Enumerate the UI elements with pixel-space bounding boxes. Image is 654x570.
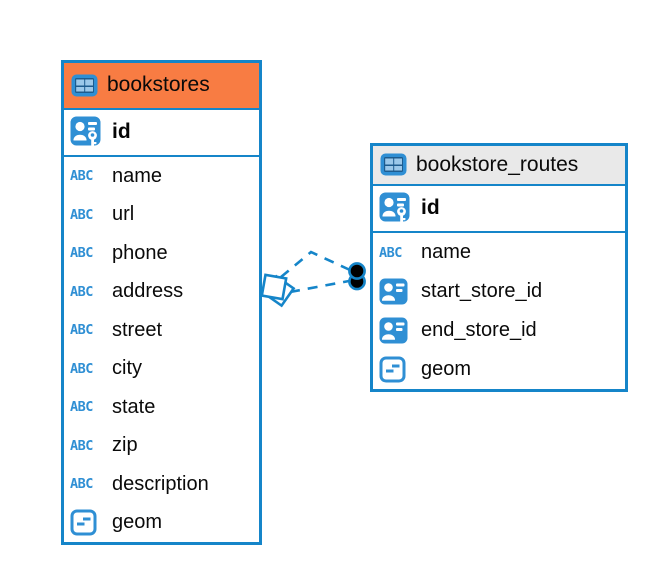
column-row-id[interactable]: id (373, 186, 625, 233)
column-name: phone (112, 241, 168, 264)
column-name: geom (112, 511, 163, 534)
column-name: geom (421, 358, 472, 380)
column-name: city (112, 357, 142, 380)
column-name: name (421, 241, 472, 263)
column-name: street (112, 318, 163, 341)
primary-key-icon (70, 116, 106, 148)
column-row-name[interactable]: ABC name (64, 157, 259, 196)
column-name: zip (112, 434, 138, 457)
column-row-geom[interactable]: geom (373, 350, 625, 389)
text-type-icon: ABC (70, 206, 93, 223)
table-bookstores[interactable]: bookstores id ABC name ABC url ABC phone… (61, 60, 262, 545)
column-row-url[interactable]: ABC url (64, 196, 259, 235)
text-type-icon: ABC (70, 360, 93, 377)
column-name: name (112, 164, 163, 187)
geometry-type-icon (379, 356, 415, 383)
table-icon (71, 74, 98, 97)
text-type-icon: ABC (70, 322, 93, 339)
table-icon (380, 153, 407, 176)
text-type-icon: ABC (70, 399, 93, 416)
column-row-description[interactable]: ABC description (64, 465, 259, 504)
column-row-name[interactable]: ABC name (373, 233, 625, 272)
column-row-start-store-id[interactable]: start_store_id (373, 272, 625, 311)
column-name: end_store_id (421, 319, 537, 341)
text-type-icon: ABC (70, 168, 93, 185)
table-title: bookstores (107, 73, 210, 97)
text-type-icon: ABC (70, 283, 93, 300)
relationship-line-upper[interactable] (280, 250, 351, 278)
relationship-dot-endpoint[interactable] (348, 262, 366, 291)
column-row-id[interactable]: id (64, 110, 259, 157)
text-type-icon: ABC (70, 476, 93, 493)
table-header-bookstore-routes[interactable]: bookstore_routes (373, 146, 625, 186)
reference-key-icon (379, 317, 415, 344)
column-row-street[interactable]: ABC street (64, 311, 259, 350)
primary-key-icon (379, 192, 415, 224)
text-type-icon: ABC (379, 244, 402, 261)
column-name: description (112, 472, 209, 495)
column-name: state (112, 395, 156, 418)
column-row-end-store-id[interactable]: end_store_id (373, 311, 625, 350)
column-row-address[interactable]: ABC address (64, 273, 259, 312)
relationship-diamond-endpoint[interactable] (260, 273, 296, 308)
column-row-state[interactable]: ABC state (64, 388, 259, 427)
column-name: start_store_id (421, 280, 543, 302)
relationship-line-lower[interactable] (289, 279, 350, 294)
column-name: id (421, 196, 440, 220)
column-row-city[interactable]: ABC city (64, 350, 259, 389)
column-row-zip[interactable]: ABC zip (64, 427, 259, 466)
column-name: id (112, 120, 131, 144)
text-type-icon: ABC (70, 437, 93, 454)
column-row-phone[interactable]: ABC phone (64, 234, 259, 273)
text-type-icon: ABC (70, 245, 93, 262)
reference-key-icon (379, 278, 415, 305)
geometry-type-icon (70, 509, 106, 536)
table-bookstore-routes[interactable]: bookstore_routes id ABC name start_store… (370, 143, 628, 392)
column-name: url (112, 203, 135, 226)
column-row-geom[interactable]: geom (64, 504, 259, 543)
table-title: bookstore_routes (416, 152, 579, 176)
column-name: address (112, 280, 184, 303)
table-header-bookstores[interactable]: bookstores (64, 63, 259, 110)
